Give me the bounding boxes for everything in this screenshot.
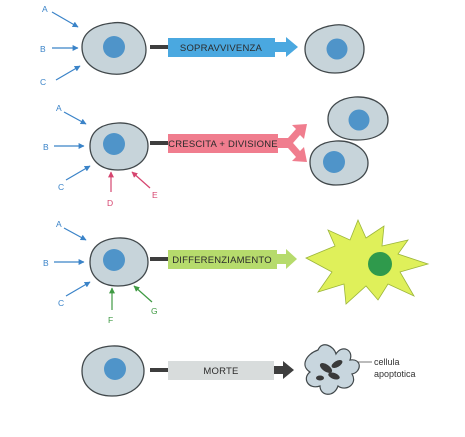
outcome-label: SOPRAVVIVENZA	[180, 43, 263, 54]
signal-label-e: E	[152, 190, 158, 200]
signal-label-d: D	[107, 198, 113, 208]
nucleus	[323, 151, 345, 173]
signal-label-a: A	[42, 4, 48, 14]
row-death: MORTE cellula apoptotica	[81, 344, 416, 397]
outcome-arrow	[274, 361, 294, 379]
outcome-label: DIFFERENZIAMENTO	[172, 255, 272, 266]
signal-arrow-a	[51, 11, 79, 28]
signal-arrow-c	[55, 65, 81, 81]
fragmented-nucleus	[316, 360, 343, 381]
nucleus	[348, 109, 370, 131]
signal-label-c: C	[58, 182, 64, 192]
signal-arrow-g	[133, 285, 153, 303]
signal-arrows	[54, 111, 151, 192]
apoptotic-label-line2: apoptotica	[374, 369, 416, 379]
outcome-box	[168, 134, 278, 153]
outcome-box	[168, 38, 275, 57]
signal-arrow-c	[65, 165, 91, 181]
row-differentiation: A B C F G DIFFERENZIAMENTO	[43, 218, 430, 325]
nucleus	[104, 358, 126, 380]
outcome-box	[168, 361, 274, 380]
row-survival: A B C SOPRAVVIVENZA	[40, 4, 365, 87]
nucleus	[368, 252, 392, 276]
outcome-arrow	[275, 37, 298, 57]
signal-arrows	[54, 227, 153, 310]
signal-arrow-c	[65, 281, 91, 297]
signal-label-c: C	[58, 298, 64, 308]
signal-label-f: F	[108, 315, 113, 325]
signal-label-a: A	[56, 219, 62, 229]
nucleus	[103, 36, 125, 58]
signal-label-g: G	[151, 306, 158, 316]
signal-arrows	[51, 11, 81, 81]
outcome-fork-arrow	[278, 124, 307, 162]
apoptotic-label-line1: cellula	[374, 357, 400, 367]
signal-label-b: B	[40, 44, 46, 54]
signal-arrow-e	[131, 171, 151, 189]
signal-label-c: C	[40, 77, 46, 87]
outcome-box	[168, 250, 277, 269]
nucleus	[326, 38, 348, 60]
apoptotic-cell	[304, 344, 360, 395]
signal-arrow-a	[63, 111, 87, 125]
row-growth-division: A B C D E CRESCITA + DIVISIONE	[43, 96, 389, 208]
signal-label-b: B	[43, 142, 49, 152]
signal-label-b: B	[43, 258, 49, 268]
outcome-label: MORTE	[203, 366, 238, 377]
signal-arrow-a	[63, 227, 87, 241]
signal-label-a: A	[56, 103, 62, 113]
nucleus	[103, 133, 125, 155]
nucleus	[103, 249, 125, 271]
differentiated-cell	[305, 218, 430, 305]
outcome-label: CRESCITA + DIVISIONE	[168, 139, 278, 150]
outcome-arrow	[277, 249, 297, 269]
